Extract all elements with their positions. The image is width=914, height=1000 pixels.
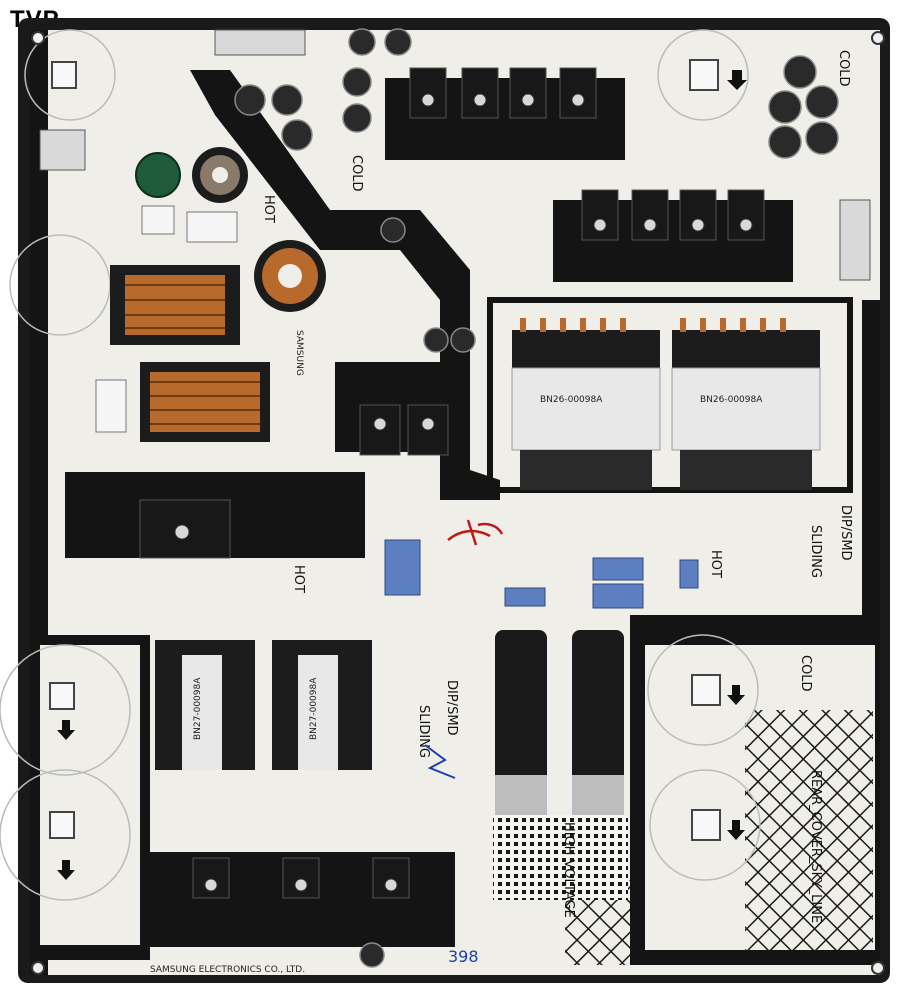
transformer-pins — [520, 318, 786, 332]
transformer-label-2: BN26-00098A — [700, 395, 763, 405]
high-voltage-label: HIGH VOLTAGE — [561, 822, 576, 918]
transistor-screws — [174, 93, 753, 892]
connectors — [39, 29, 871, 281]
factory-note: SAMSUNG ELECTRONICS CO., LTD. — [150, 965, 305, 975]
green-capacitor — [135, 152, 181, 198]
capacitors — [234, 28, 839, 968]
small-transformers — [155, 640, 372, 770]
small-transformer-label-2: BN27-00098A — [309, 677, 319, 740]
rear-cover-hatch — [745, 710, 873, 950]
hot-label-right: HOT — [708, 550, 723, 578]
transformer-zone-border — [487, 297, 853, 493]
choke-windings — [125, 284, 260, 425]
brand-label: SAMSUNG — [294, 330, 304, 376]
dip-smd-label-mid: DIP/SMD — [444, 680, 459, 736]
transformer-label-1: BN26-00098A — [540, 395, 603, 405]
rear-cover-label: REAR_COVER_SKY_LINE — [808, 770, 823, 923]
sliding-label-mid: SLIDING — [416, 705, 431, 758]
hot-label-left: HOT — [261, 195, 276, 223]
blue-ink-mark — [424, 744, 456, 779]
isolation-stripe — [190, 70, 500, 500]
cold-label-lower-right: COLD — [798, 655, 813, 692]
corner-holes — [31, 31, 885, 975]
mounting-holes — [0, 29, 761, 901]
sliding-label-right: SLIDING — [808, 525, 823, 578]
arrow-markers — [57, 70, 747, 880]
handwritten-number: 398 — [448, 947, 479, 966]
cold-label-center: COLD — [349, 155, 364, 192]
bulk-capacitors — [495, 630, 624, 815]
white-relay — [95, 205, 238, 433]
red-ink-mark — [447, 519, 504, 546]
main-transformers — [511, 330, 821, 490]
hot-label-middle: HOT — [291, 565, 306, 593]
heatsink-middle — [335, 362, 470, 452]
transistors — [139, 67, 765, 899]
cold-label-top-right: COLD — [836, 50, 851, 87]
high-voltage-dots — [493, 815, 628, 900]
small-transformer-label-1: BN27-00098A — [193, 677, 203, 740]
film-capacitors — [384, 539, 699, 609]
screw-pads — [49, 59, 721, 841]
dip-smd-label-right: DIP/SMD — [838, 505, 853, 561]
